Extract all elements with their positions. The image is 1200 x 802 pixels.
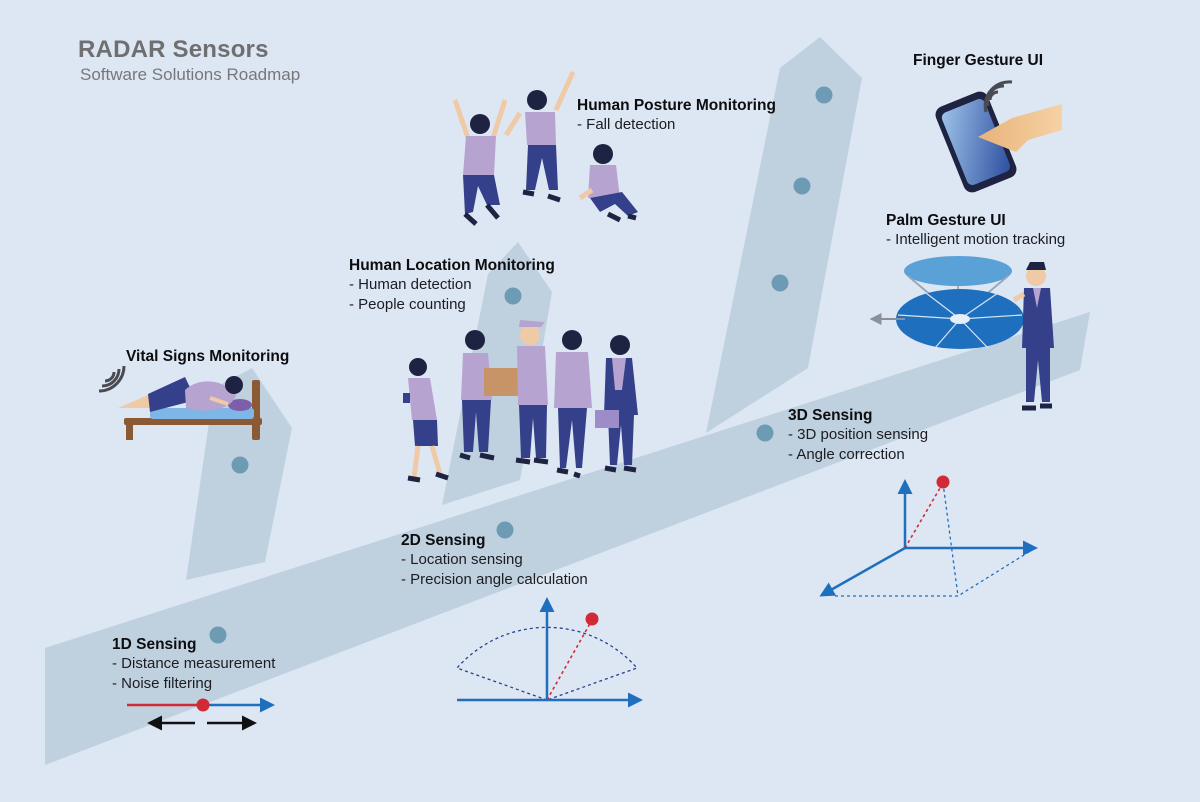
app-finger-gesture: Finger Gesture UI [913, 52, 1043, 70]
finger-gesture-icon [935, 80, 1062, 193]
dot-finger [815, 86, 833, 104]
app-human-posture: Human Posture Monitoring - Fall detectio… [577, 97, 776, 135]
2d-sector-icon [455, 597, 643, 708]
branch-posture-palm [706, 37, 862, 433]
milestone-3d-line-2: - Angle correction [788, 446, 905, 463]
businessman-icon [1012, 262, 1054, 411]
1d-axis-icon [127, 697, 275, 731]
page-title: RADAR Sensors [78, 36, 269, 63]
dot-posture [793, 177, 811, 195]
dot-location [504, 287, 522, 305]
app-human-posture-title: Human Posture Monitoring [577, 97, 776, 114]
roadmap-path [45, 37, 1090, 765]
milestone-1d-title: 1D Sensing [112, 636, 197, 653]
app-vital-signs-title: Vital Signs Monitoring [126, 348, 290, 365]
finger-hand-icon [978, 104, 1062, 152]
milestone-dots [209, 86, 833, 644]
milestone-2d-line-2: - Precision angle calculation [401, 571, 588, 588]
milestone-3d: 3D Sensing - 3D position sensing - Angle… [788, 407, 928, 465]
milestone-2d-line-1: - Location sensing [401, 551, 523, 568]
milestone-1d-line-1: - Distance measurement [112, 655, 276, 672]
milestone-1d-line-2: - Noise filtering [112, 675, 213, 692]
dot-3d [756, 424, 774, 442]
dot-1d [209, 626, 227, 644]
milestone-2d-title: 2D Sensing [401, 532, 486, 549]
palm-radar-icon [869, 256, 1024, 349]
milestone-1d: 1D Sensing - Distance measurement - Nois… [112, 636, 275, 694]
app-palm-gesture: Palm Gesture UI - Intelligent motion tra… [886, 212, 1065, 250]
dot-2d [496, 521, 514, 539]
app-human-location-line-2: - People counting [349, 296, 466, 313]
radar-wave-icon [98, 365, 126, 393]
dot-palm [771, 274, 789, 292]
posture-people-icon [452, 70, 638, 226]
milestone-3d-title: 3D Sensing [788, 407, 873, 424]
main-road [45, 312, 1090, 765]
milestone-2d: 2D Sensing - Location sensing - Precisio… [401, 532, 588, 590]
bed-person-icon [98, 365, 262, 440]
app-vital-signs: Vital Signs Monitoring [126, 348, 289, 366]
dot-vital [231, 456, 249, 474]
milestone-3d-line-1: - 3D position sensing [788, 426, 929, 443]
people-group-icon [403, 320, 638, 483]
app-palm-gesture-title: Palm Gesture UI [886, 212, 1006, 229]
app-human-posture-line-1: - Fall detection [577, 116, 676, 133]
app-palm-gesture-line-1: - Intelligent motion tracking [886, 231, 1066, 248]
page-subtitle: Software Solutions Roadmap [80, 65, 301, 84]
app-human-location-title: Human Location Monitoring [349, 257, 555, 274]
app-finger-gesture-title: Finger Gesture UI [913, 52, 1044, 69]
3d-axes-icon [819, 475, 1038, 597]
app-human-location-line-1: - Human detection [349, 276, 472, 293]
app-human-location: Human Location Monitoring - Human detect… [349, 257, 555, 315]
